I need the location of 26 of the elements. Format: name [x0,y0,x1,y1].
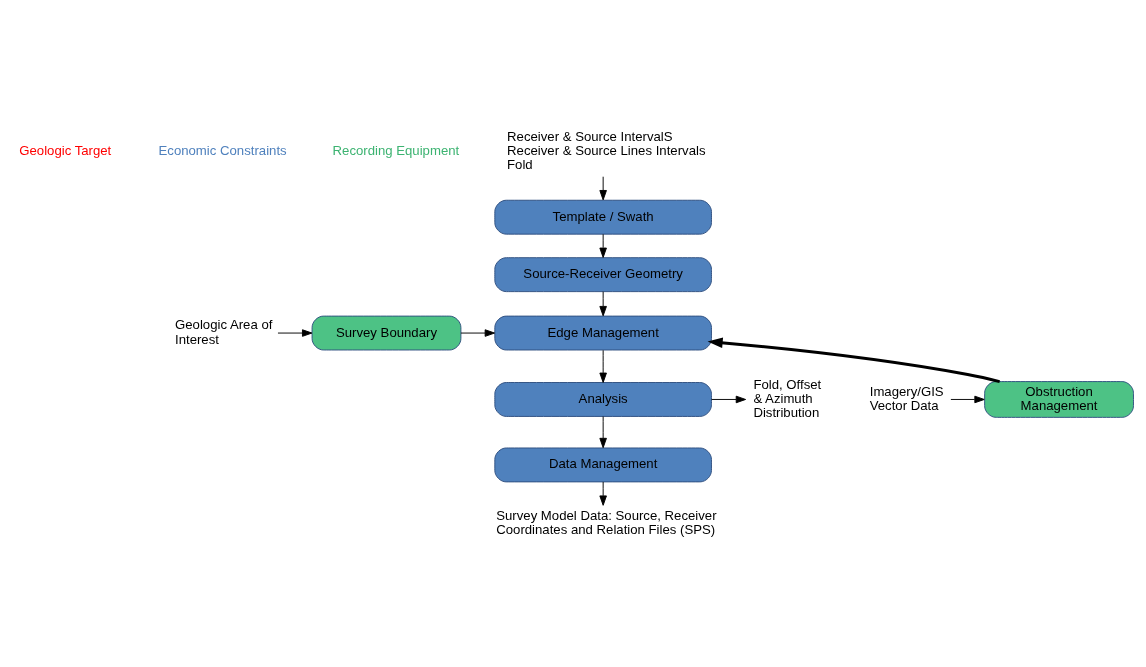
node-text: Geologic Area of Interest [175,316,273,347]
node-box: Data Management [494,447,712,482]
arrow [599,233,607,258]
legend-label: Economic Constraints [158,142,287,158]
node-text: Survey Model Data: Source, Receiver Coordinates and Relation Files (SPS) [496,507,717,537]
arrow [460,328,496,337]
arrow [707,337,1000,383]
arrow [711,395,747,403]
node-box: Edge Management [494,315,712,350]
arrow [950,395,985,403]
node-box: Source-Receiver Geometry [494,256,712,292]
node-text: Imagery/GIS Vector Data [869,383,944,413]
arrow [599,415,607,448]
arrow [599,349,607,383]
arrow [599,480,607,506]
arrow [277,328,313,337]
node-box: Template / Swath [494,199,712,235]
arrow [599,290,607,316]
node-box: Analysis [494,381,712,417]
legend-label: Recording Equipment [332,142,460,158]
legend-label: Geologic Target [19,142,112,158]
node-text: Fold, Offset & Azimuth Distribution [753,376,822,420]
node-text: Receiver & Source IntervalS Receiver & Source Lines Intervals Fold [507,128,706,172]
node-box: Survey Boundary [311,315,462,350]
arrow [599,175,607,200]
node-box: Obstruction Management [984,380,1134,418]
